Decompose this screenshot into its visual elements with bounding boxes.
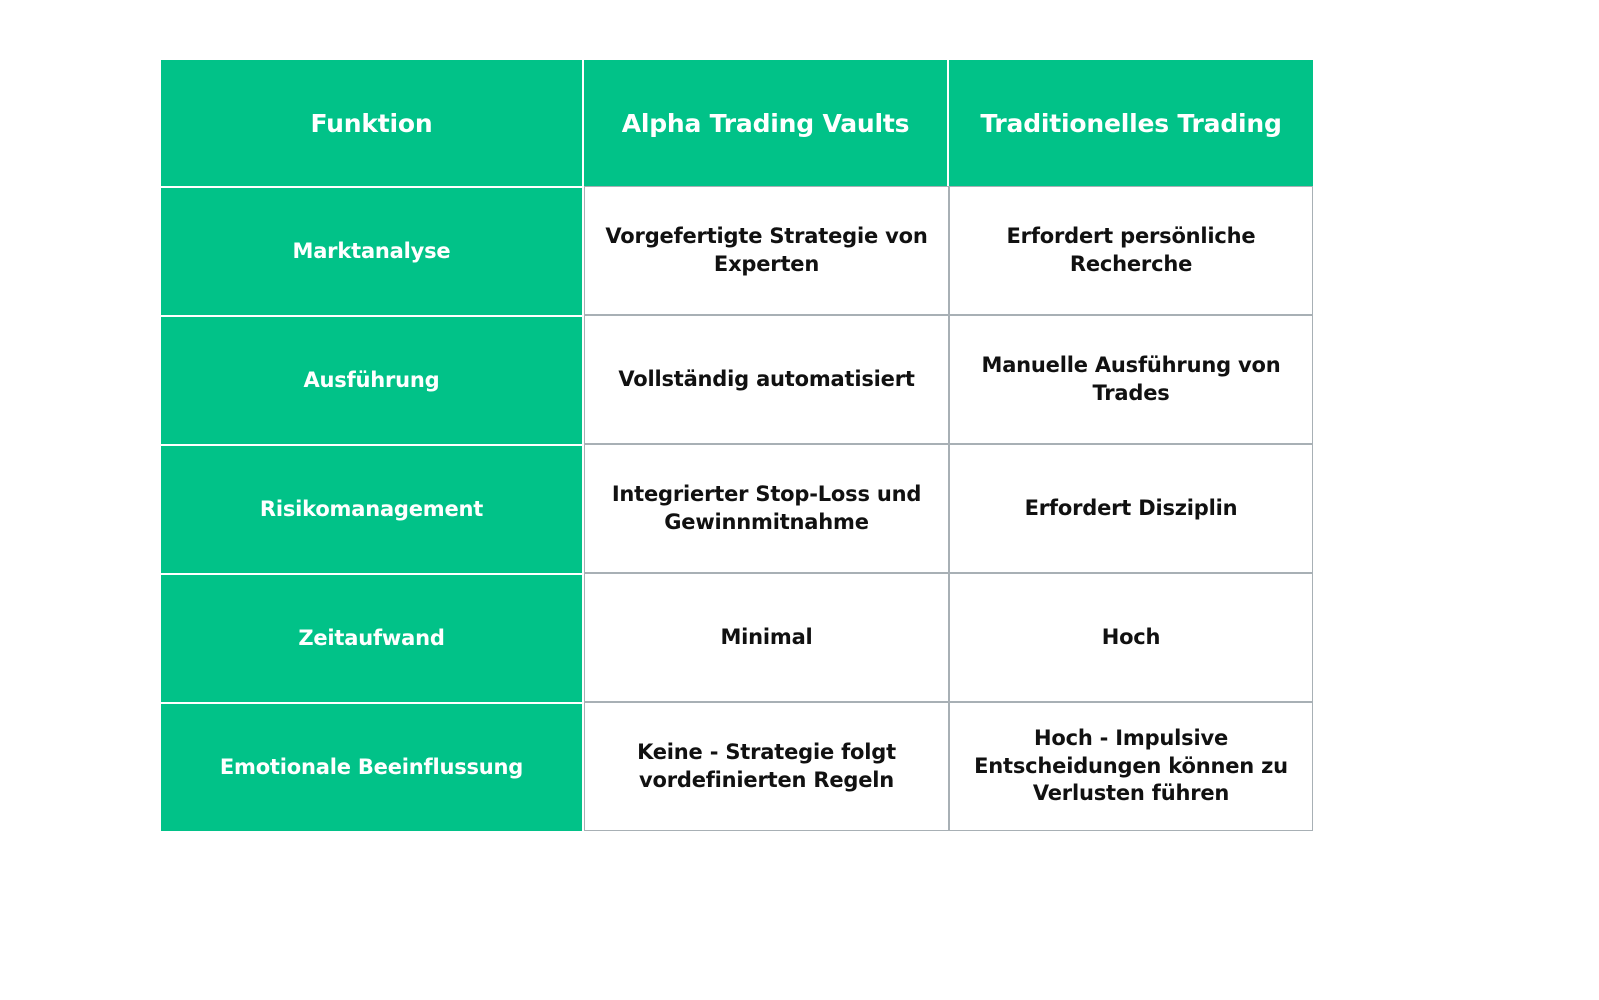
feature-label-cell: Emotionale Beeinflussung — [161, 702, 584, 831]
traditional-value-cell: Erfordert Disziplin — [949, 444, 1313, 573]
alpha-value-cell: Integrierter Stop-Loss und Gewinnmitnahm… — [584, 444, 949, 573]
alpha-value-cell: Minimal — [584, 573, 949, 702]
alpha-value-cell: Vollständig automatisiert — [584, 315, 949, 444]
table-row: Risikomanagement Integrierter Stop-Loss … — [161, 444, 1313, 573]
traditional-value-cell: Erfordert persönliche Recherche — [949, 186, 1313, 315]
traditional-value-cell: Manuelle Ausführung von Trades — [949, 315, 1313, 444]
comparison-table-wrapper: Funktion Alpha Trading Vaults Traditione… — [161, 60, 1313, 831]
feature-label-cell: Ausführung — [161, 315, 584, 444]
alpha-value-cell: Keine - Strategie folgt vordefinierten R… — [584, 702, 949, 831]
table-row: Emotionale Beeinflussung Keine - Strateg… — [161, 702, 1313, 831]
table-row: Zeitaufwand Minimal Hoch — [161, 573, 1313, 702]
table-header: Funktion Alpha Trading Vaults Traditione… — [161, 60, 1313, 186]
column-header-traditionelles-trading: Traditionelles Trading — [949, 60, 1313, 186]
traditional-value-cell: Hoch - Impulsive Entscheidungen können z… — [949, 702, 1313, 831]
column-header-funktion: Funktion — [161, 60, 584, 186]
traditional-value-cell: Hoch — [949, 573, 1313, 702]
column-header-alpha-trading-vaults: Alpha Trading Vaults — [584, 60, 949, 186]
feature-comparison-table: Funktion Alpha Trading Vaults Traditione… — [161, 60, 1313, 831]
feature-label-cell: Risikomanagement — [161, 444, 584, 573]
table-header-row: Funktion Alpha Trading Vaults Traditione… — [161, 60, 1313, 186]
table-row: Ausführung Vollständig automatisiert Man… — [161, 315, 1313, 444]
feature-label-cell: Marktanalyse — [161, 186, 584, 315]
table-body: Marktanalyse Vorgefertigte Strategie von… — [161, 186, 1313, 831]
alpha-value-cell: Vorgefertigte Strategie von Experten — [584, 186, 949, 315]
feature-label-cell: Zeitaufwand — [161, 573, 584, 702]
table-row: Marktanalyse Vorgefertigte Strategie von… — [161, 186, 1313, 315]
